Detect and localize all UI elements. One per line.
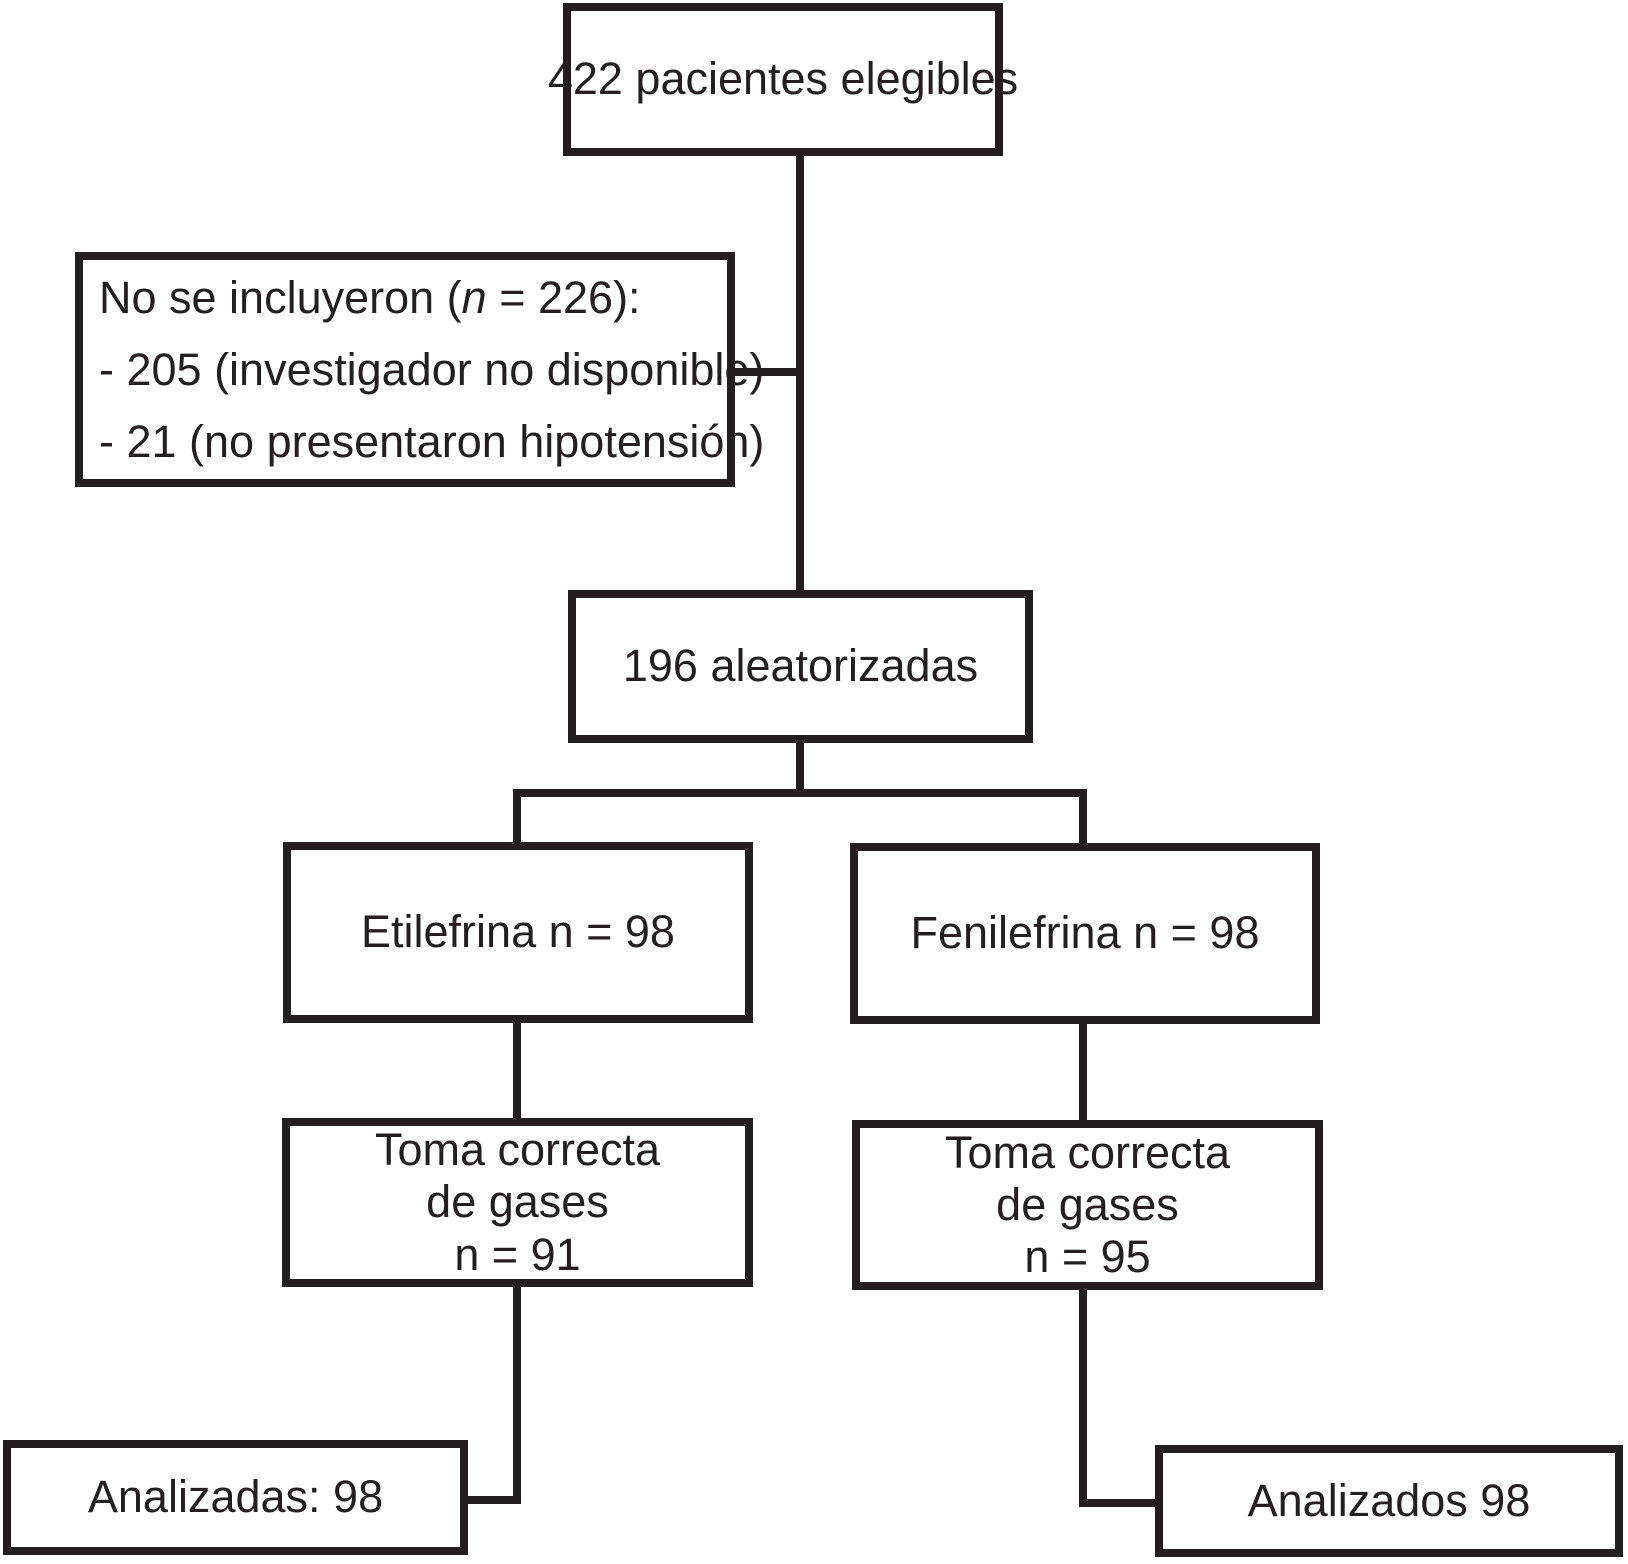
gases-fenilefrina-line: Toma correcta: [944, 1126, 1231, 1178]
analyzed-etilefrina-box: Analizadas: 98: [3, 1440, 468, 1555]
randomized-box: 196 aleatorizadas: [568, 590, 1033, 743]
etilefrina-arm-box: Etilefrina n = 98: [283, 842, 753, 1023]
analyzed-etilefrina-label: Analizadas: 98: [87, 1471, 384, 1523]
eligible-label: 422 pacientes elegibles: [547, 53, 1019, 105]
gases-etilefrina-box: Toma correcta de gases n = 91: [282, 1118, 753, 1287]
excluded-item: - 205 (investigador no disponible): [99, 343, 765, 395]
excluded-title: No se incluyeron (n = 226):: [99, 271, 641, 323]
fenilefrina-arm-box: Fenilefrina n = 98: [850, 843, 1320, 1024]
connector-gases-to-analyzed-left-vertical: [513, 1282, 521, 1504]
gases-fenilefrina-line: n = 95: [1024, 1231, 1151, 1283]
eligible-box: 422 pacientes elegibles: [548, 3, 1018, 156]
connector-split-to-fenilefrina: [1079, 789, 1087, 848]
randomized-label: 196 aleatorizadas: [622, 640, 979, 692]
gases-fenilefrina-box: Toma correcta de gases n = 95: [852, 1120, 1323, 1290]
connector-fenilefrina-to-gases: [1079, 1020, 1087, 1125]
connector-gases-to-analyzed-right-elbow: [1079, 1499, 1161, 1507]
fenilefrina-arm-label: Fenilefrina n = 98: [910, 907, 1260, 959]
analyzed-fenilefrina-box: Analizados 98: [1155, 1445, 1623, 1557]
connector-split-horizontal: [513, 789, 1087, 797]
connector-randomized-to-split: [796, 738, 804, 797]
connector-gases-to-analyzed-right-vertical: [1079, 1285, 1087, 1507]
gases-fenilefrina-line: de gases: [996, 1178, 1179, 1230]
etilefrina-arm-label: Etilefrina n = 98: [361, 906, 675, 958]
connector-gases-to-analyzed-left-elbow: [462, 1496, 521, 1504]
gases-etilefrina-line: de gases: [426, 1176, 609, 1228]
connector-split-to-etilefrina: [513, 789, 521, 847]
connector-etilefrina-to-gases: [513, 1018, 521, 1123]
gases-etilefrina-line: n = 91: [454, 1228, 581, 1280]
gases-etilefrina-line: Toma correcta: [374, 1124, 661, 1176]
excluded-item: - 21 (no presentaron hipotensión): [99, 415, 765, 467]
analyzed-fenilefrina-label: Analizados 98: [1247, 1474, 1531, 1526]
excluded-box: No se incluyeron (n = 226): - 205 (inves…: [75, 252, 764, 487]
connector-excluded-branch: [722, 368, 804, 376]
